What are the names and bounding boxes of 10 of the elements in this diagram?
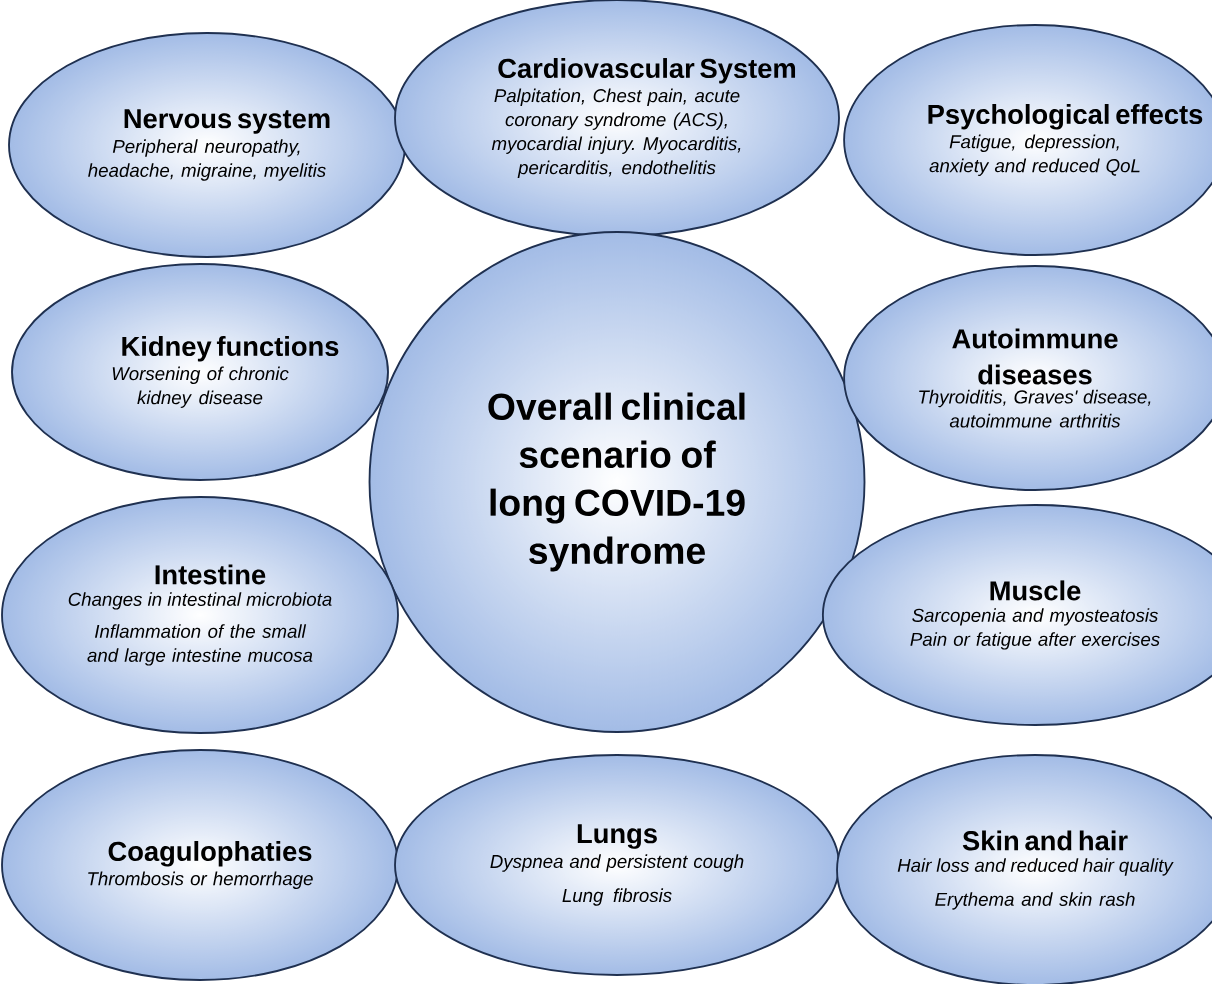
oval-bubble: Nervous system Peripheral neuropathy, headache, migraine, myelitis xyxy=(8,32,406,258)
oval-bubble: Kidney functions Worsening of chronic kidney disease xyxy=(11,263,389,481)
oval-bubble: Muscle Sarcopenia and myosteatosis Pain or fatigue after exercises xyxy=(821,504,1212,726)
oval-bubble: Lungs Dyspnea and persistent cough Lung fibrosis xyxy=(394,754,840,976)
oval-bubble: Skin and hair Hair loss and reduced hair quality Erythema and skin rash xyxy=(836,754,1212,984)
oval-bubble: Autoimmune diseases Thyroiditis, Graves' disease, autoimmune arthritis xyxy=(843,265,1212,491)
oval-bubble: Psychological effects Fatigue, depression, anxiety and reduced QoL xyxy=(843,24,1212,256)
oval-bubble: Coagulophaties Thrombosis or hemorrhage xyxy=(1,749,399,981)
oval-bubble: Intestine Changes in intestinal microbiota Inflammation of the small and large intestine mucosa xyxy=(1,496,399,734)
oval-bubble: Cardiovascular System Palpitation, Chest pain, acute coronary syndrome (ACS), myocardial injury. Myocarditis, pericarditis, endothelitis xyxy=(394,0,840,237)
